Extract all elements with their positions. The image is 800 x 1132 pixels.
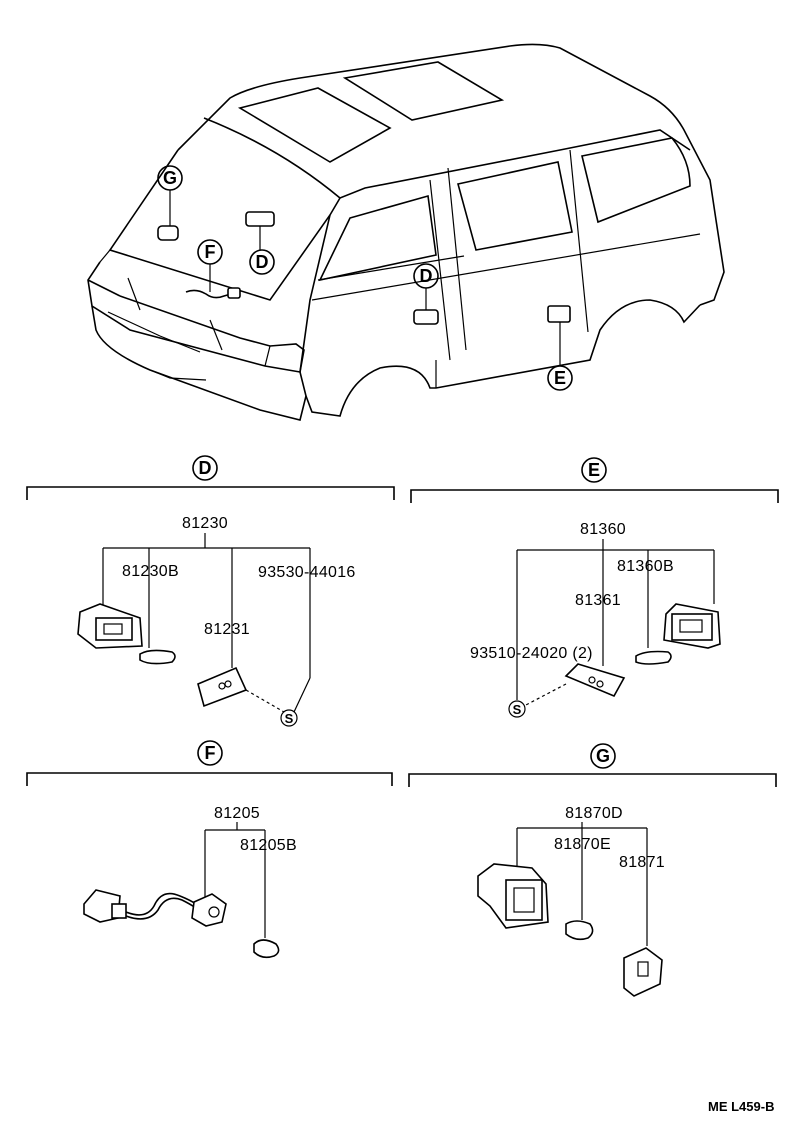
d-bulb-part — [139, 649, 176, 665]
section-e-letter: E — [588, 460, 600, 480]
section-f-letter: F — [205, 743, 216, 763]
van-step-light-e — [547, 305, 571, 366]
callout-f-van: F — [197, 239, 223, 265]
f-socket-harness-part — [83, 889, 227, 927]
e-screw-mark: S — [513, 702, 522, 717]
van-dome-light-d — [245, 211, 275, 250]
f-bulb-label: 81205B — [240, 837, 297, 854]
section-f: F 81205 81205B — [26, 740, 393, 959]
f-bulb-part — [253, 939, 280, 959]
d-lens-part — [197, 666, 248, 708]
d-housing-part — [77, 603, 143, 649]
diagram-reference-code: ME L459-B — [708, 1099, 774, 1114]
g-bulb-part — [565, 920, 594, 941]
callout-d-van-door: D — [413, 263, 439, 289]
g-cover-part — [623, 947, 663, 997]
d-screw-label: 93530-44016 — [258, 564, 356, 581]
e-lens-part — [564, 663, 626, 698]
van-map-light-g — [157, 190, 179, 241]
d-bulb-label: 81230B — [122, 563, 179, 580]
section-g: G 81870D 81870E 81871 — [408, 743, 777, 997]
callout-d-van-top: D — [249, 249, 275, 275]
d-screw-mark: S — [285, 711, 294, 726]
section-d-letter: D — [199, 458, 212, 478]
svg-text:G: G — [163, 168, 177, 188]
d-assembly-label: 81230 — [182, 515, 228, 532]
e-assembly-label: 81360 — [580, 521, 626, 538]
section-g-letter: G — [596, 746, 610, 766]
callout-g-van: G — [157, 165, 183, 191]
g-cover-label: 81871 — [619, 854, 665, 871]
e-bulb-label: 81360B — [617, 558, 674, 575]
g-bulb-label: 81870E — [554, 836, 611, 853]
svg-text:D: D — [420, 266, 433, 286]
van-door-light-d — [413, 288, 439, 325]
e-housing-part — [663, 603, 721, 649]
svg-text:D: D — [256, 252, 269, 272]
van-illustration — [87, 43, 725, 421]
d-lens-label: 81231 — [204, 621, 250, 638]
svg-text:F: F — [205, 242, 216, 262]
svg-text:E: E — [554, 368, 566, 388]
g-assembly-label: 81870D — [565, 805, 623, 822]
e-bulb-part — [635, 650, 672, 665]
section-e: E 81360 81360B 81361 93510-24020 (2) S — [410, 457, 779, 718]
e-screw-label: 93510-24020 (2) — [470, 645, 593, 662]
van-personal-light-f — [185, 264, 241, 299]
f-assembly-label: 81205 — [214, 805, 260, 822]
callout-e-van: E — [547, 365, 573, 391]
section-d: D 81230 81230B 93530-44016 81231 — [26, 455, 395, 727]
g-housing-part — [477, 863, 549, 929]
e-lens-label: 81361 — [575, 592, 621, 609]
